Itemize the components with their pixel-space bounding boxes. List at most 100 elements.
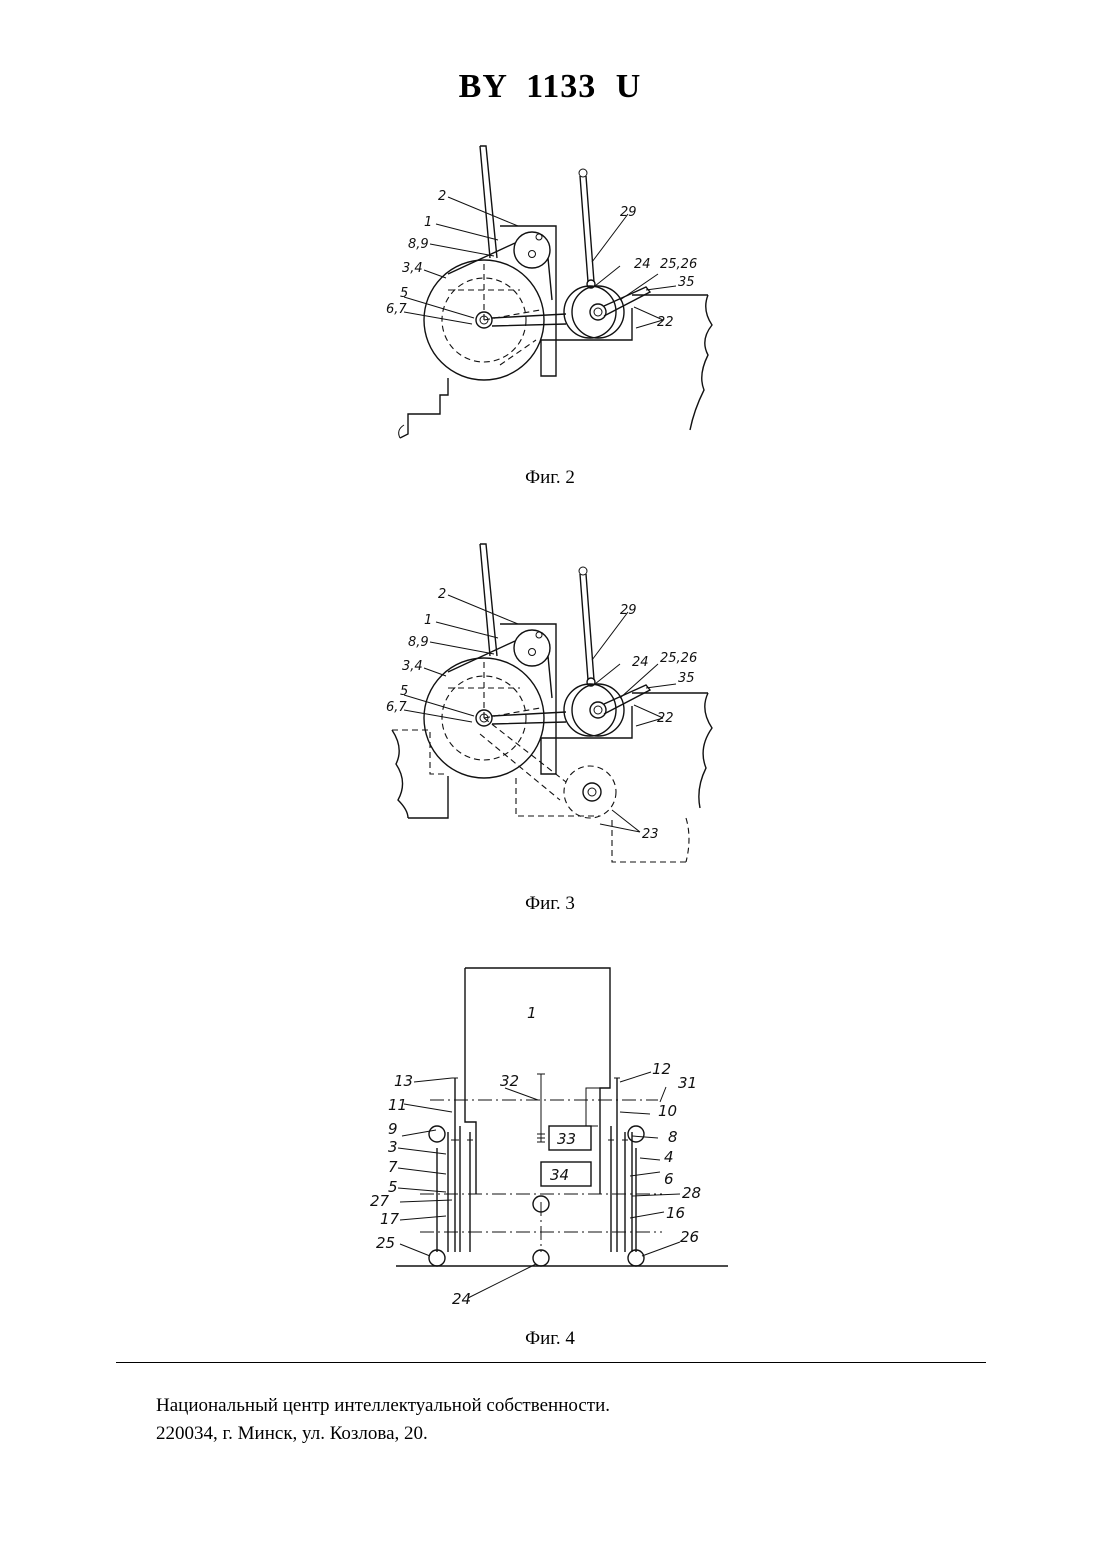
label-28: 28: [682, 1184, 701, 1202]
label-8-9: 8,9: [408, 635, 429, 650]
break-line-right: [699, 693, 712, 808]
label-16: 16: [666, 1204, 685, 1222]
label-27: 27: [370, 1192, 390, 1210]
belt-upper: [448, 243, 515, 274]
break-line-right: [690, 295, 712, 430]
label-35: 35: [678, 275, 695, 290]
footer-organization: Национальный центр интеллектуальной собс…: [156, 1392, 610, 1420]
break-line-left: [392, 730, 408, 818]
belt-side: [548, 258, 552, 300]
label-17: 17: [380, 1210, 400, 1228]
figure-3-caption: Фиг. 3: [0, 893, 1100, 915]
label-9: 9: [388, 1120, 398, 1138]
lower-pulley-axle: [588, 788, 596, 796]
right-pulley-hub: [590, 702, 606, 718]
label-22: 22: [657, 315, 674, 330]
mast-line-inner: [480, 146, 490, 258]
label-8: 8: [668, 1128, 678, 1146]
label-29: 29: [620, 603, 637, 618]
figure-4: 1 33 34 13 32 12 31 11 10 9 8 3 4 7 6 5 …: [0, 962, 1100, 1307]
label-3-4: 3,4: [402, 659, 423, 674]
label-25: 25: [376, 1234, 395, 1252]
footer-address: 220034, г. Минск, ул. Козлова, 20.: [156, 1420, 610, 1448]
right-wheel-26: [628, 1250, 644, 1266]
small-pulley-axle: [529, 251, 536, 258]
label-3-4: 3,4: [402, 261, 423, 276]
label-24: 24: [452, 1290, 471, 1307]
label-3: 3: [388, 1138, 398, 1156]
figure-2: 2 1 8,9 3,4 5 6,7 29 24 25,26 35 22: [0, 140, 1100, 450]
base-step-left: [400, 378, 448, 438]
label-23: 23: [642, 827, 659, 842]
label-24: 24: [632, 655, 649, 670]
label-32: 32: [500, 1072, 519, 1090]
figure-4-caption: Фиг. 4: [0, 1328, 1100, 1350]
base-step-left: [408, 776, 448, 818]
lever-29: [580, 574, 594, 680]
lever-knob: [579, 169, 587, 177]
footer-divider: [116, 1362, 986, 1363]
lever-35: [604, 685, 650, 714]
figure-3: 2 1 8,9 3,4 5 6,7 29 24 25,26 35 22 23: [0, 538, 1100, 868]
right-pulley-axle: [594, 706, 602, 714]
label-2: 2: [438, 587, 446, 602]
label-1: 1: [527, 1004, 537, 1022]
figure-2-caption: Фиг. 2: [0, 467, 1100, 489]
center-wheel-24: [533, 1250, 549, 1266]
shaft: [492, 314, 566, 326]
label-24: 24: [634, 257, 651, 272]
label-22: 22: [657, 711, 674, 726]
large-wheel-hidden-lines: [448, 658, 540, 718]
link-arm-hidden: [480, 718, 566, 800]
label-12: 12: [652, 1060, 671, 1078]
label-31: 31: [678, 1074, 697, 1092]
label-34: 34: [550, 1166, 569, 1184]
figure-4-drawing: 1 33 34 13 32 12 31 11 10 9 8 3 4 7 6 5 …: [0, 962, 1100, 1307]
label-5: 5: [400, 286, 408, 301]
label-25-26: 25,26: [660, 257, 697, 272]
label-5: 5: [400, 684, 408, 699]
label-25-26: 25,26: [660, 651, 697, 666]
leader-lines: [398, 1072, 680, 1298]
label-26: 26: [680, 1228, 699, 1246]
label-33: 33: [557, 1130, 576, 1148]
label-6: 6: [664, 1170, 674, 1188]
label-13: 13: [394, 1072, 413, 1090]
left-top-roller: [429, 1126, 445, 1142]
shaft: [492, 712, 566, 724]
lever-35: [604, 287, 650, 316]
label-2: 2: [438, 189, 446, 204]
small-pulley-axle: [529, 649, 536, 656]
center-axis: [537, 1074, 545, 1142]
label-29: 29: [620, 205, 637, 220]
label-7: 7: [388, 1158, 398, 1176]
belt-upper: [448, 641, 515, 672]
figure-3-drawing: 2 1 8,9 3,4 5 6,7 29 24 25,26 35 22 23: [0, 538, 1100, 868]
left-shafts: [448, 1078, 470, 1252]
lever-29: [580, 176, 594, 282]
lower-pulley-hub: [583, 783, 601, 801]
left-wheel-25: [429, 1250, 445, 1266]
large-wheel-hidden-lines: [448, 260, 540, 365]
belt-side: [548, 656, 552, 698]
lower-pulley-hidden: [564, 766, 616, 818]
label-35: 35: [678, 671, 695, 686]
label-1: 1: [424, 215, 432, 230]
break-line-right-hidden: [686, 818, 689, 862]
small-pulley-pin: [536, 632, 542, 638]
label-8-9: 8,9: [408, 237, 429, 252]
label-5: 5: [388, 1178, 398, 1196]
label-6-7: 6,7: [386, 700, 407, 715]
figure-2-drawing: 2 1 8,9 3,4 5 6,7 29 24 25,26 35 22: [0, 140, 1100, 450]
right-pulley-hub: [590, 304, 606, 320]
right-pulley-axle: [594, 308, 602, 316]
label-6-7: 6,7: [386, 302, 407, 317]
main-body-right: [465, 968, 610, 1194]
label-4: 4: [664, 1148, 674, 1166]
label-1: 1: [424, 613, 432, 628]
footer: Национальный центр интеллектуальной собс…: [156, 1392, 610, 1448]
label-10: 10: [658, 1102, 677, 1120]
patent-number-title: BY 1133 U: [0, 68, 1100, 106]
lever-knob: [579, 567, 587, 575]
mast-line-inner: [480, 544, 490, 656]
